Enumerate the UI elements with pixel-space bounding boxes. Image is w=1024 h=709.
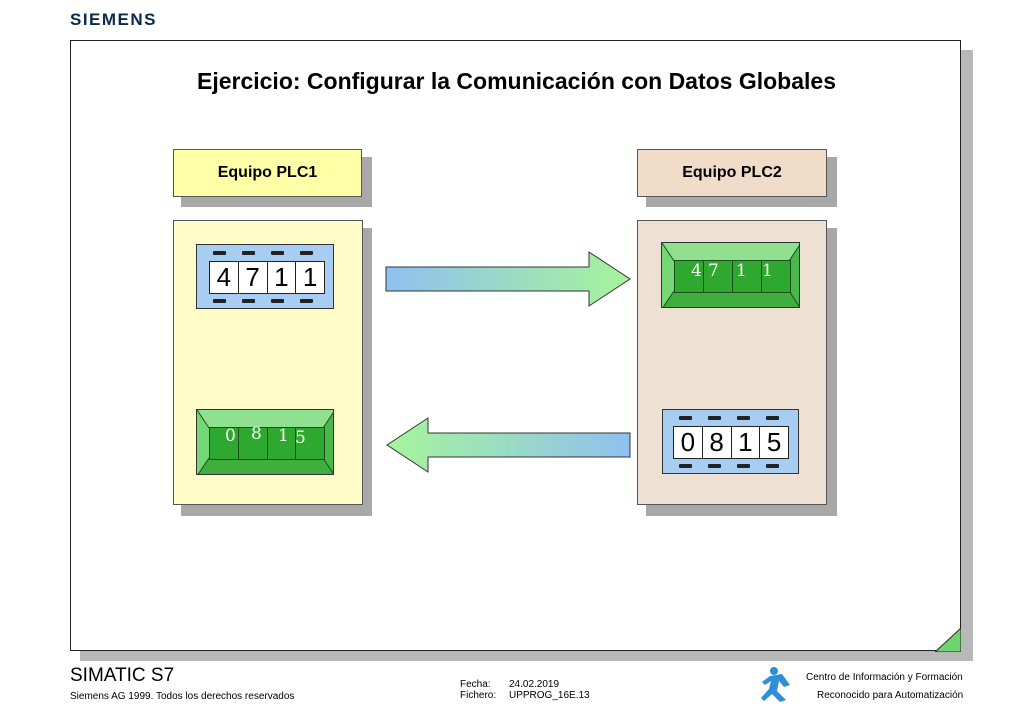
fecha-label: Fecha: <box>460 679 491 690</box>
plc1-receive-memory: 0 8 1 5 <box>196 409 334 475</box>
org-line2: Reconocido para Automatización <box>817 690 964 701</box>
digit: 5 <box>766 427 782 457</box>
fecha-value: 24.02.2019 <box>509 679 560 690</box>
plc2-label: Equipo PLC2 <box>682 164 782 181</box>
footer-copyright: Siemens AG 1999. Todos los derechos rese… <box>70 691 295 702</box>
digit: 1 <box>762 261 773 281</box>
digit: 0 <box>225 426 236 446</box>
arrow-right-icon <box>385 251 631 307</box>
digit: 4 <box>691 261 702 281</box>
org-line1: Centro de Información y Formación <box>806 672 963 683</box>
digit: 8 <box>251 424 262 444</box>
digit: 1 <box>302 262 318 292</box>
footer-product: SIMATIC S7 <box>70 665 175 686</box>
digit: 8 <box>703 427 732 458</box>
digit: 4 <box>210 262 239 293</box>
plc1-send-digits: 4 7 1 1 <box>209 261 325 294</box>
slide-title: Ejercicio: Configurar la Comunicación co… <box>196 68 836 94</box>
plc1-label: Equipo PLC1 <box>217 164 318 181</box>
plc2-header: Equipo PLC2 <box>637 149 827 197</box>
digit: 5 <box>295 428 306 448</box>
fichero-label: Fichero: <box>460 690 497 701</box>
digit: 1 <box>732 427 761 458</box>
page-corner-icon <box>935 628 961 652</box>
plc2-send-memory: 0 8 1 5 <box>662 409 799 474</box>
arrow-left-icon <box>386 417 631 473</box>
digit: 7 <box>708 261 719 281</box>
plc1-header: Equipo PLC1 <box>173 149 362 197</box>
fichero-value: UPPROG_16E.13 <box>509 690 590 701</box>
digit: 1 <box>268 262 297 293</box>
plc2-receive-memory: 4 7 1 1 <box>661 242 800 308</box>
digit: 0 <box>674 427 703 458</box>
plc1-send-memory: 4 7 1 1 <box>196 244 334 309</box>
digit: 1 <box>278 426 289 446</box>
siemens-logo: SIEMENS <box>70 10 158 29</box>
digit: 1 <box>736 261 747 281</box>
plc2-send-digits: 0 8 1 5 <box>673 426 789 459</box>
digit: 7 <box>239 262 268 293</box>
training-center-icon <box>761 667 790 702</box>
